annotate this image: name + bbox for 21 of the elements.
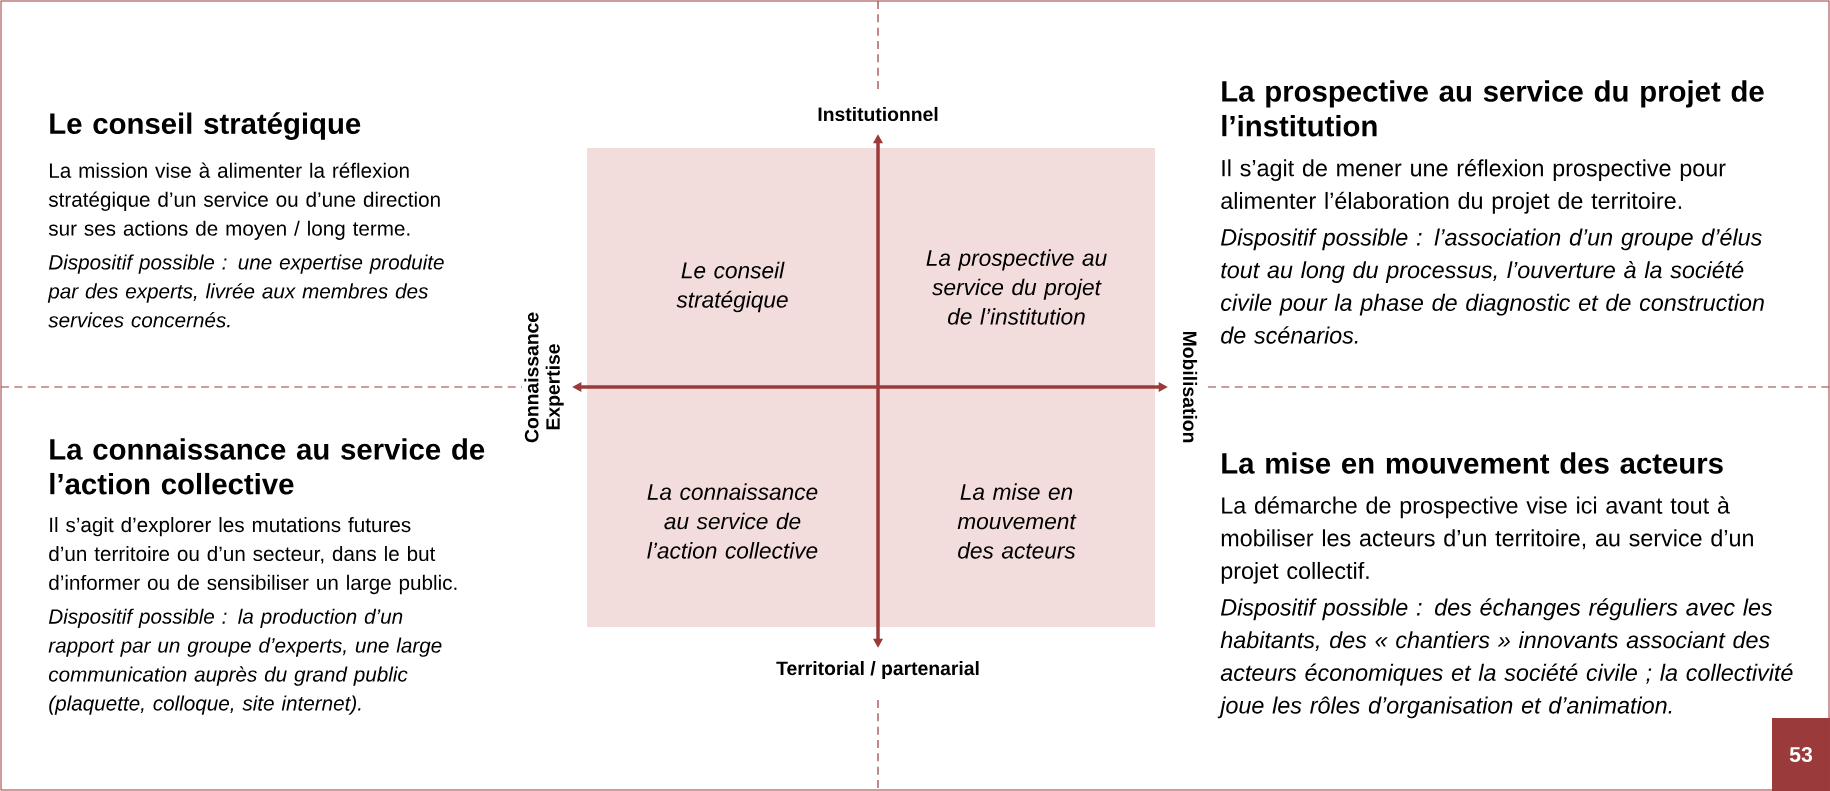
quadrant-label: La prospective au service du projet de l’institution: [926, 249, 1107, 325]
quadrant-label: Le conseil stratégique: [676, 261, 788, 313]
axis-label: Connaissance Expertise: [524, 312, 564, 443]
description-text: Il s’agit d’explorer les mutations futures d’un territoire ou d’un secteur, dans le but d’informer ou de sensibiliser un large public.: [49, 517, 457, 595]
section-heading: La connaissance au service de l’action collective: [50, 438, 485, 495]
section-heading: La mise en mouvement des acteurs: [1222, 452, 1723, 474]
page-number-badge: 53: [1772, 718, 1830, 791]
axis-label: Territorial / partenarial: [776, 661, 979, 679]
axis-label: Mobilisation: [1182, 331, 1198, 443]
section-heading: La prospective au service du projet de l’institution: [1222, 80, 1764, 137]
example-note: Dispositif possible : l’association d’un groupe d’élus tout au long du processus, l’ouverture à la société civile pour la phase de diagnostic et de construction de scénarios.: [1221, 228, 1764, 344]
example-note: Dispositif possible : une expertise produite par des experts, livrée aux membres des services concernés.: [47, 254, 444, 328]
section-heading: Le conseil stratégique: [50, 112, 361, 140]
example-note: Dispositif possible : la production d’un rapport par un groupe d’experts, une large communication auprès du grand public (plaquette, colloque, site internet).: [48, 608, 442, 715]
description-text: La démarche de prospective vise ici avant tout à mobiliser les acteurs d’un territoire, au service d’un projet collectif.: [1221, 496, 1753, 584]
axis-label: Institutionnel: [818, 106, 938, 122]
description-text: La mission vise à alimenter la réflexion stratégique d’un service ou d’une direction sur ses actions de moyen / long terme.: [48, 162, 440, 240]
example-note: Dispositif possible : des échanges réguliers avec les habitants, des « chantiers » innovants associant des acteurs économiques et la société civile ; la collectivité joue les rôles d’organisation et d’animation.: [1217, 598, 1793, 719]
description-text: Il s’agit de mener une réflexion prospective pour alimenter l’élaboration du projet de territoire.: [1221, 159, 1726, 214]
quadrant-label: La connaissance au service de l’action collective: [647, 483, 818, 559]
quadrant-label: La mise en mouvement des acteurs: [957, 483, 1077, 559]
